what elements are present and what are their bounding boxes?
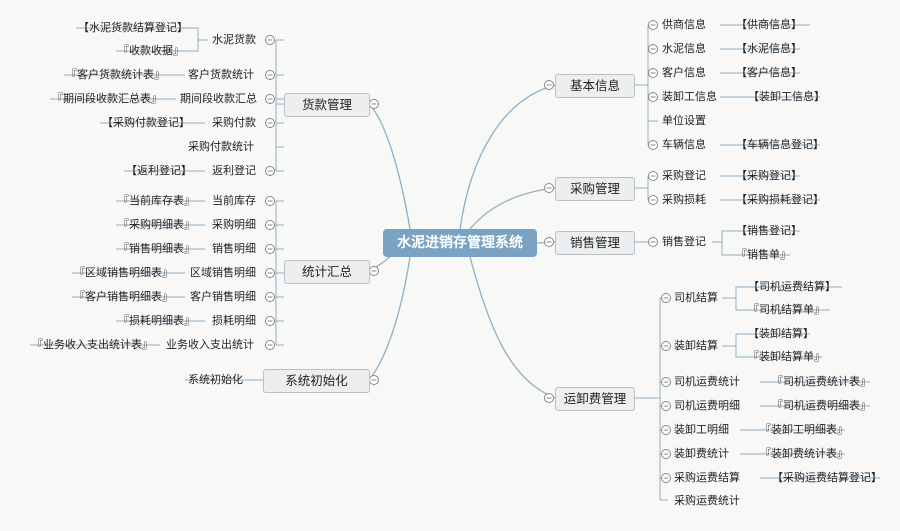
topic-label[interactable]: 区域销售明细 <box>190 266 256 279</box>
topic-tag: 『期间段收款汇总表』 <box>52 92 162 105</box>
branch-node-jiben[interactable]: 基本信息 <box>555 74 635 98</box>
topic-label[interactable]: 客户货款统计 <box>188 68 254 81</box>
topic-tag: 【水泥信息】 <box>736 42 802 55</box>
topic-label[interactable]: 销售登记 <box>662 235 706 248</box>
topic-tag: 【装卸工信息】 <box>748 90 825 103</box>
topic-tag: 【车辆信息登记】 <box>736 138 824 151</box>
branch-node-huokuan[interactable]: 货款管理 <box>284 93 370 117</box>
topic-label[interactable]: 水泥货款 <box>212 33 256 46</box>
topic-label[interactable]: 采购付款 <box>212 116 256 129</box>
topic-tag: 【采购运费结算登记】 <box>772 471 882 484</box>
topic-tag: 『业务收入支出统计表』 <box>32 338 153 351</box>
topic-tag: 『司机运费统计表』 <box>772 375 871 388</box>
topic-tag: 『销售单』 <box>736 248 791 261</box>
topic-label[interactable]: 客户信息 <box>662 66 706 79</box>
topic-tag: 『区域销售明细表』 <box>74 266 173 279</box>
topic-label[interactable]: 采购损耗 <box>662 193 706 206</box>
topic-tag: 『司机结算单』 <box>748 303 825 316</box>
topic-label[interactable]: 采购付款统计 <box>188 140 254 153</box>
topic-tag: 『装卸工明细表』 <box>760 423 848 436</box>
topic-label[interactable]: 装卸工信息 <box>662 90 717 103</box>
topic-label[interactable]: 车辆信息 <box>662 138 706 151</box>
topic-tag: 『采购明细表』 <box>118 218 195 231</box>
topic-tag: 【返利登记】 <box>126 164 192 177</box>
topic-label[interactable]: 采购登记 <box>662 169 706 182</box>
branch-node-chushihua[interactable]: 系统初始化 <box>263 369 370 393</box>
topic-label[interactable]: 销售明细 <box>212 242 256 255</box>
topic-tag: 『收款收据』 <box>118 44 184 57</box>
topic-tag: 『当前库存表』 <box>118 194 195 207</box>
topic-tag: 『损耗明细表』 <box>118 314 195 327</box>
topic-label[interactable]: 期间段收款汇总 <box>180 92 257 105</box>
topic-tag: 【销售登记】 <box>736 224 802 237</box>
topic-label[interactable]: 采购明细 <box>212 218 256 231</box>
topic-tag: 【水泥货款结算登记】 <box>78 21 188 34</box>
branch-node-tongji[interactable]: 统计汇总 <box>284 260 370 284</box>
topic-tag: 【采购付款登记】 <box>102 116 190 129</box>
topic-tag: 【客户信息】 <box>736 66 802 79</box>
topic-label[interactable]: 返利登记 <box>212 164 256 177</box>
topic-tag: 『装卸结算单』 <box>748 350 825 363</box>
topic-label[interactable]: 单位设置 <box>662 114 706 127</box>
topic-label[interactable]: 供商信息 <box>662 18 706 31</box>
topic-label[interactable]: 客户销售明细 <box>190 290 256 303</box>
branch-node-caigou[interactable]: 采购管理 <box>555 177 635 201</box>
topic-tag: 【司机运费结算】 <box>748 280 836 293</box>
root-node[interactable]: 水泥进销存管理系统 <box>383 229 537 257</box>
topic-tag: 『司机运费明细表』 <box>772 399 871 412</box>
topic-label[interactable]: 司机运费统计 <box>674 375 740 388</box>
topic-label[interactable]: 损耗明细 <box>212 314 256 327</box>
branch-node-xiaoshou[interactable]: 销售管理 <box>555 231 635 255</box>
topic-tag: 『客户货款统计表』 <box>66 68 165 81</box>
topic-tag: 『装卸费统计表』 <box>760 447 848 460</box>
topic-label[interactable]: 采购运费统计 <box>674 494 740 507</box>
topic-tag: 【供商信息】 <box>736 18 802 31</box>
topic-label[interactable]: 司机结算 <box>674 291 718 304</box>
topic-tag: 【采购损耗登记】 <box>736 193 824 206</box>
topic-tag: 【装卸结算】 <box>748 327 814 340</box>
topic-label[interactable]: 司机运费明细 <box>674 399 740 412</box>
topic-label[interactable]: 采购运费结算 <box>674 471 740 484</box>
topic-label[interactable]: 水泥信息 <box>662 42 706 55</box>
branch-node-yunxie[interactable]: 运卸费管理 <box>555 387 635 411</box>
topic-label[interactable]: 装卸结算 <box>674 339 718 352</box>
topic-tag: 『客户销售明细表』 <box>74 290 173 303</box>
topic-label[interactable]: 业务收入支出统计 <box>166 338 254 351</box>
topic-label[interactable]: 装卸工明细 <box>674 423 729 436</box>
topic-tag: 【采购登记】 <box>736 169 802 182</box>
topic-label[interactable]: 系统初始化 <box>188 373 243 386</box>
topic-tag: 『销售明细表』 <box>118 242 195 255</box>
topic-label[interactable]: 当前库存 <box>212 194 256 207</box>
topic-label[interactable]: 装卸费统计 <box>674 447 729 460</box>
